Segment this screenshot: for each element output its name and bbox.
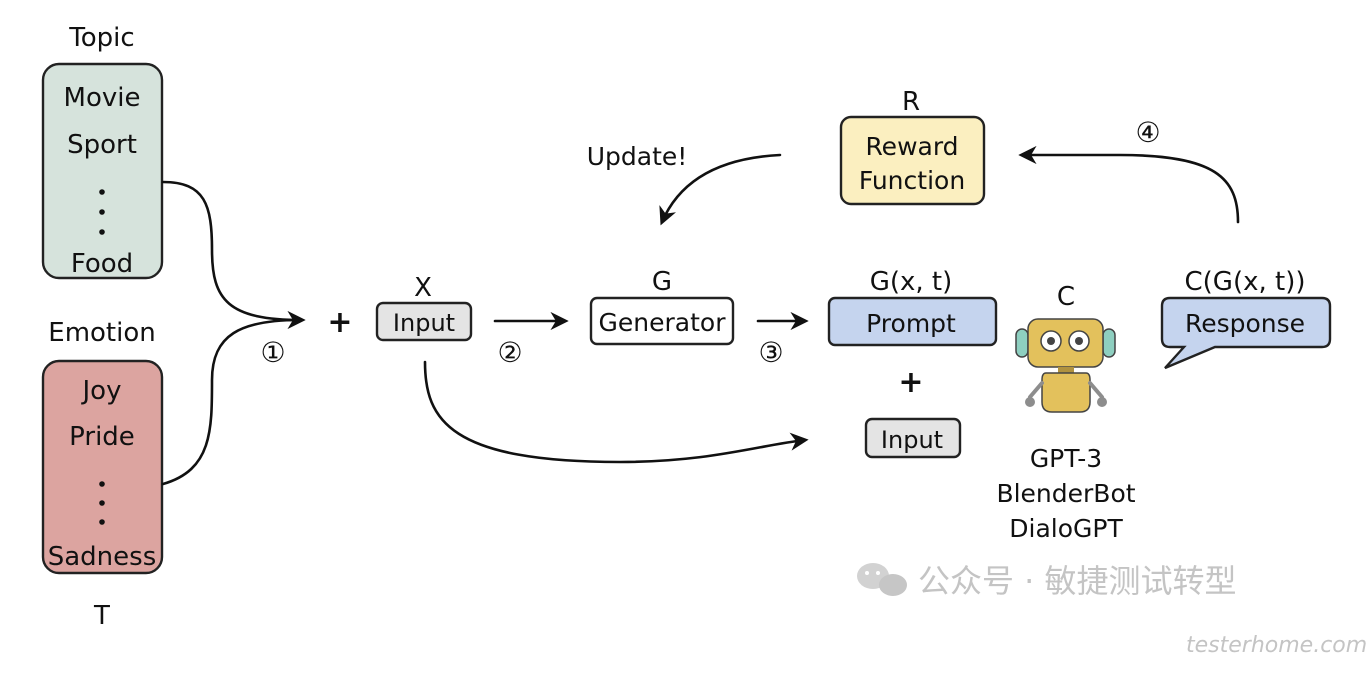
generator-label: Generator — [599, 308, 727, 337]
reward-box — [839, 115, 986, 206]
response-to-reward-arrow — [1018, 145, 1240, 224]
prompt-label: Prompt — [866, 309, 956, 338]
prompt-symbol: G(x, t) — [870, 267, 953, 297]
emotion-ellipsis-dot — [99, 500, 105, 506]
topic-item-food: Food — [71, 249, 133, 279]
step-2-label: ② — [497, 336, 522, 369]
prompt-box — [827, 296, 998, 347]
generator-box — [589, 296, 735, 346]
topic-ellipsis-dot — [99, 189, 105, 195]
chatbot-model-blenderbot: BlenderBot — [996, 479, 1135, 508]
topic-title: Topic — [68, 23, 134, 53]
generator-symbol: G — [652, 267, 672, 297]
watermark-site: testerhome.com — [1186, 633, 1367, 658]
emotion-to-plus-arrow — [161, 318, 302, 486]
topic-ellipsis-dot — [99, 229, 105, 235]
reward-label-line1: Reward — [865, 132, 958, 161]
emotion-title: Emotion — [48, 318, 155, 348]
plus-sign: + — [327, 305, 352, 340]
input2-label: Input — [881, 426, 943, 454]
update-label: Update! — [587, 142, 688, 171]
input-box — [375, 301, 473, 342]
emotion-box — [41, 359, 164, 575]
emotion-symbol: T — [93, 601, 110, 631]
wechat-icon — [857, 563, 907, 596]
reward-to-generator-arrow — [659, 153, 782, 226]
step-4-label: ④ — [1135, 116, 1160, 149]
emotion-ellipsis-dot — [99, 481, 105, 487]
robot-icon — [1015, 318, 1116, 413]
topic-box — [41, 62, 164, 280]
response-label: Response — [1185, 309, 1305, 338]
chatbot-model-gpt3: GPT-3 — [1030, 444, 1102, 473]
response-bubble — [1160, 296, 1332, 370]
input-label: Input — [393, 309, 455, 337]
step-1-label: ① — [260, 336, 285, 369]
prompt-plus-sign: + — [898, 365, 923, 400]
topic-item-sport: Sport — [67, 130, 137, 160]
reward-symbol: R — [902, 87, 920, 117]
emotion-ellipsis-dot — [99, 519, 105, 525]
emotion-item-pride: Pride — [69, 422, 135, 452]
topic-ellipsis-dot — [99, 209, 105, 215]
response-symbol: C(G(x, t)) — [1185, 267, 1306, 297]
reward-label-line2: Function — [859, 166, 965, 195]
topic-to-plus-arrow — [161, 180, 306, 330]
chatbot-symbol: C — [1057, 282, 1075, 312]
topic-item-movie: Movie — [64, 83, 141, 113]
input-symbol: X — [414, 273, 432, 303]
emotion-item-joy: Joy — [81, 376, 122, 406]
input-bypass-arrow — [423, 360, 809, 464]
watermark-wechat: 公众号 · 敏捷测试转型 — [918, 562, 1237, 600]
input2-box — [864, 417, 962, 459]
chatbot-model-dialogpt: DialoGPT — [1009, 514, 1123, 543]
emotion-item-sadness: Sadness — [48, 542, 157, 572]
step-3-label: ③ — [758, 336, 783, 369]
